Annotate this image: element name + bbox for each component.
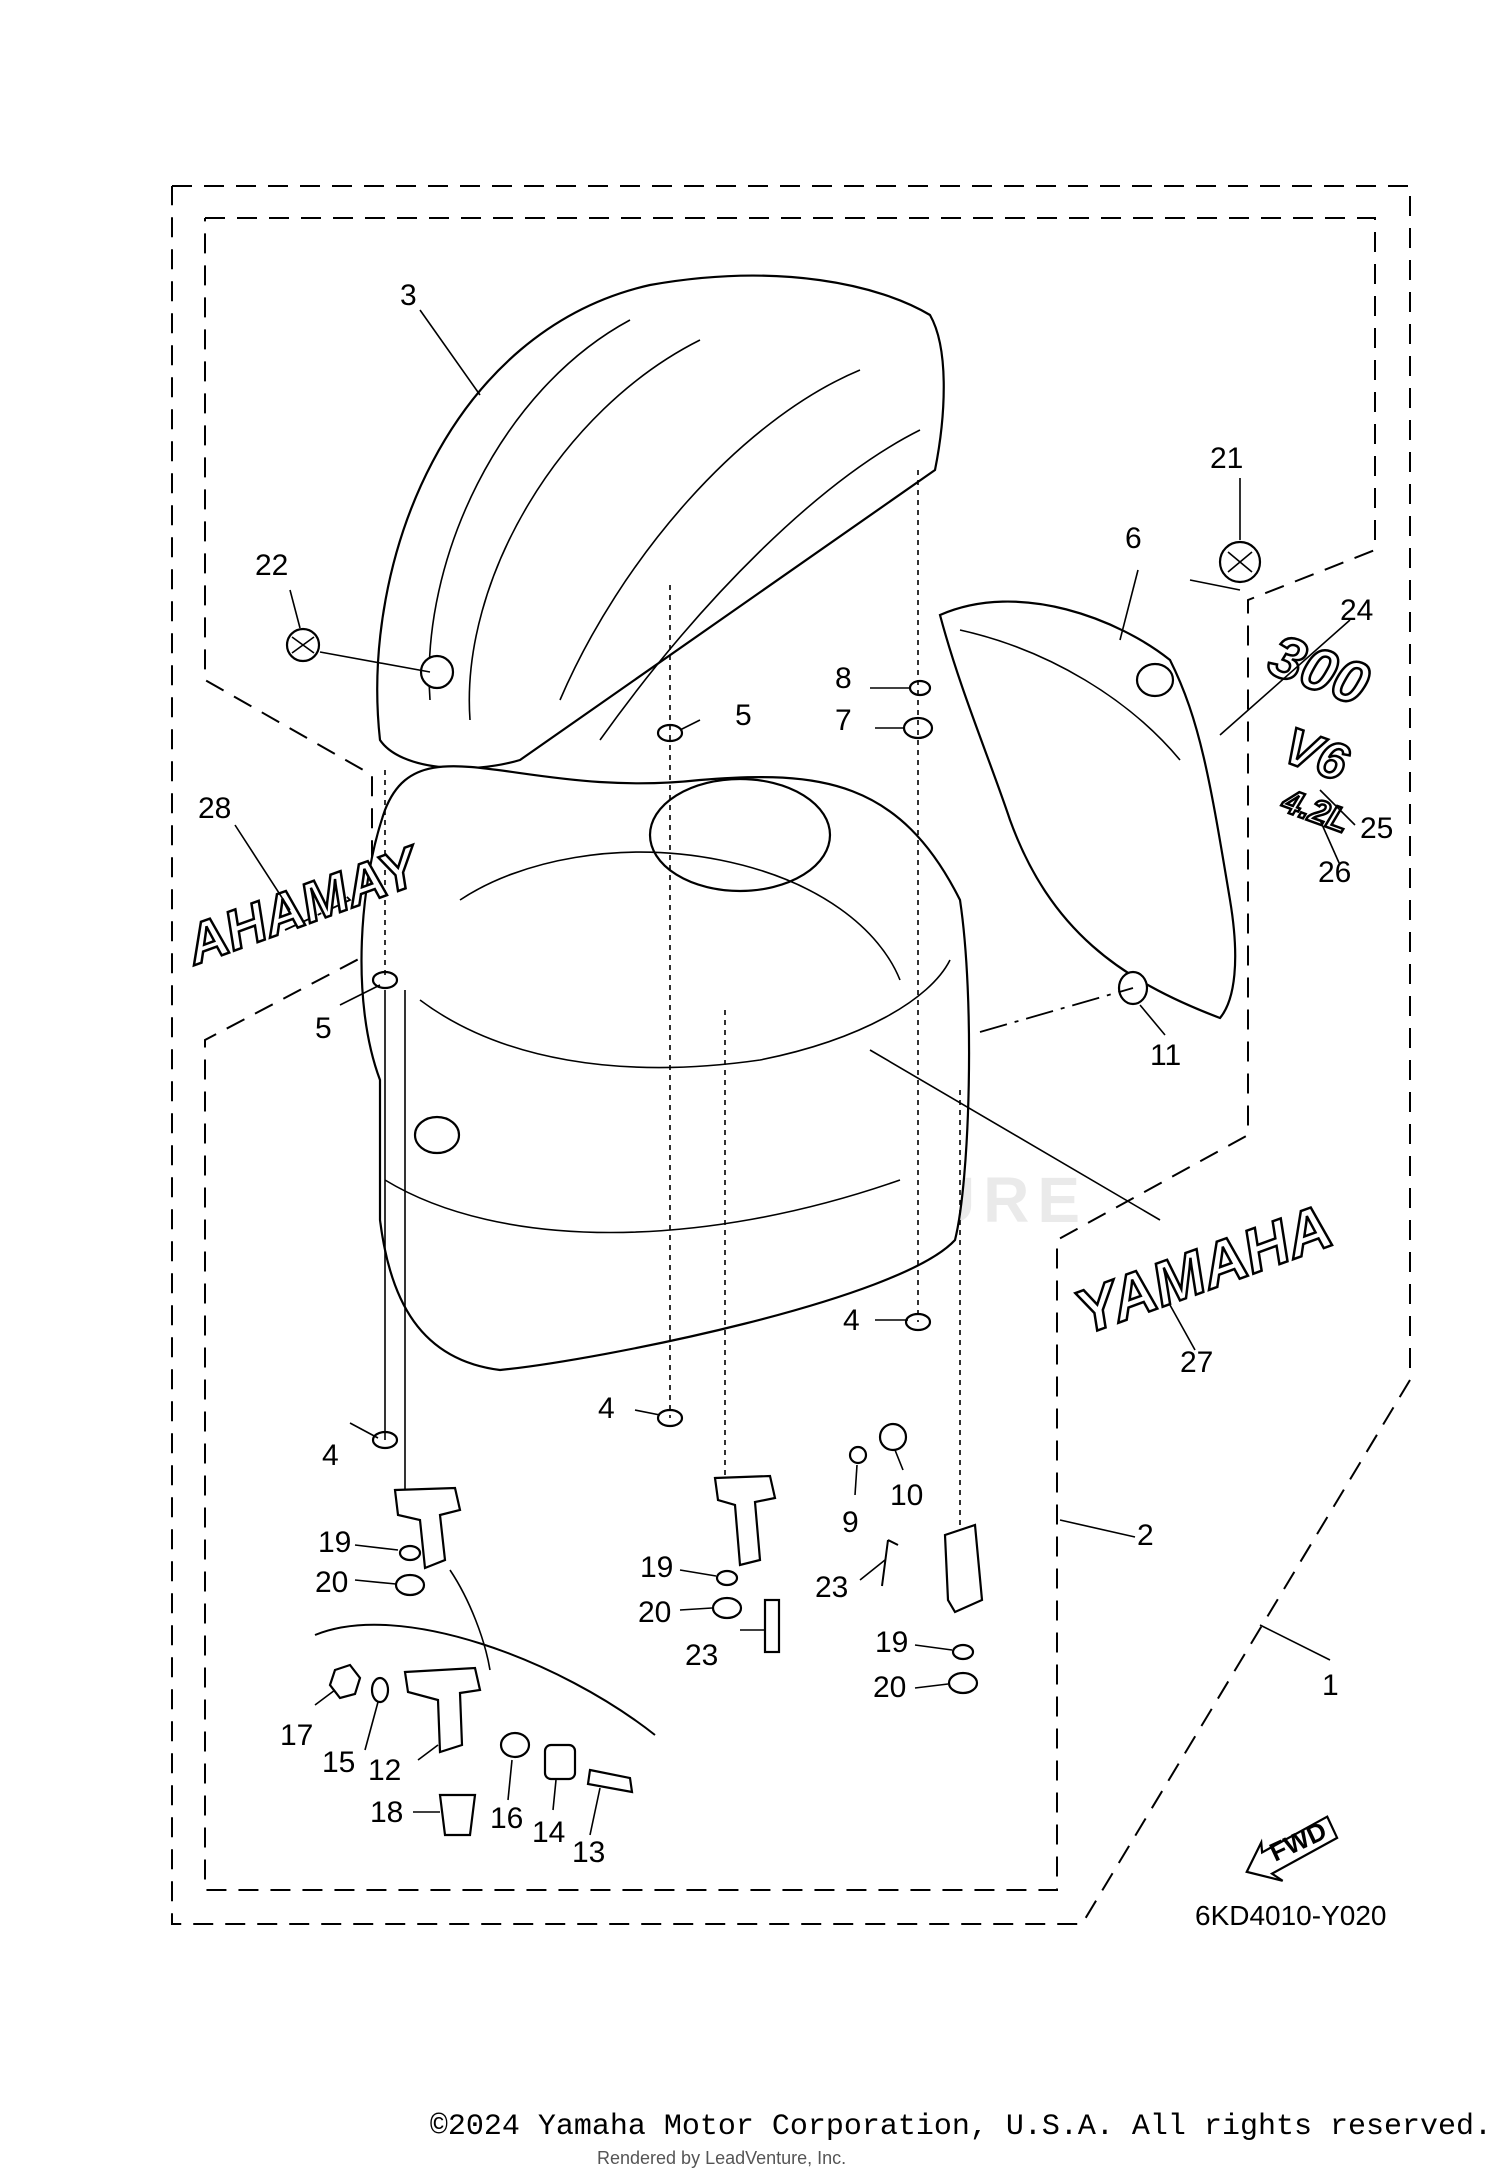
nut-20a-part[interactable] bbox=[394, 1573, 426, 1597]
cup-18-part[interactable] bbox=[438, 1793, 477, 1837]
callout-20a: 20 bbox=[315, 1566, 348, 1599]
pin-23a-part[interactable] bbox=[763, 1598, 781, 1654]
callout-11: 11 bbox=[1150, 1039, 1181, 1072]
model-300-decal[interactable]: 300 bbox=[1259, 620, 1378, 720]
detail-leader bbox=[449, 1569, 491, 1671]
nut-20b-part[interactable] bbox=[711, 1596, 743, 1620]
grommet-8-part[interactable] bbox=[908, 679, 932, 697]
callout-5a: 5 bbox=[735, 699, 752, 732]
callout-10: 10 bbox=[890, 1479, 923, 1512]
callout-25: 25 bbox=[1360, 812, 1393, 845]
assembly-boundary-1 bbox=[171, 185, 1411, 1925]
callout-19b: 19 bbox=[640, 1551, 673, 1584]
callout-26: 26 bbox=[1318, 856, 1351, 889]
callout-27: 27 bbox=[1180, 1346, 1213, 1379]
copyright-notice: ©2024 Yamaha Motor Corporation, U.S.A. A… bbox=[429, 2110, 1492, 2144]
washer-19b-part[interactable] bbox=[715, 1569, 739, 1587]
washer-15-part[interactable] bbox=[370, 1676, 390, 1704]
bolt-13-part[interactable] bbox=[586, 1768, 634, 1794]
latch-bracket-right-part[interactable] bbox=[943, 1523, 984, 1614]
collar-14-part[interactable] bbox=[543, 1743, 577, 1781]
bushing-16-part[interactable] bbox=[499, 1731, 531, 1759]
washer-19c-part[interactable] bbox=[951, 1643, 975, 1661]
callout-4a: 4 bbox=[322, 1439, 339, 1472]
washer-10-part[interactable] bbox=[878, 1422, 908, 1452]
yamaha-decal[interactable]: YAMAHA bbox=[1065, 1191, 1342, 1350]
callout-20c: 20 bbox=[873, 1671, 906, 1704]
nut-20c-part[interactable] bbox=[947, 1671, 979, 1695]
model-4-2l-decal[interactable]: 4.2L bbox=[1275, 780, 1355, 842]
callout-8: 8 bbox=[835, 662, 852, 695]
callout-13: 13 bbox=[572, 1836, 605, 1869]
callout-1: 1 bbox=[1322, 1669, 1339, 1702]
emblem-21-part[interactable] bbox=[1218, 540, 1262, 584]
callout-24: 24 bbox=[1340, 594, 1373, 627]
fwd-arrow-icon: FWD bbox=[1245, 1815, 1339, 1882]
callout-6: 6 bbox=[1125, 522, 1142, 555]
chain-line bbox=[284, 879, 352, 931]
callout-labels: 1 2 3 4 4 4 5 5 6 7 8 9 10 11 12 13 14 1… bbox=[198, 279, 1393, 1869]
detail-view-arc bbox=[314, 1623, 656, 1736]
callout-12: 12 bbox=[368, 1754, 401, 1787]
drawing-code: 6KD4010-Y020 bbox=[1195, 1900, 1386, 1931]
model-v6-decal[interactable]: V6 bbox=[1275, 716, 1358, 795]
callout-4c: 4 bbox=[843, 1304, 860, 1337]
nut-17-part[interactable] bbox=[328, 1663, 362, 1700]
callout-2: 2 bbox=[1137, 1519, 1154, 1552]
washer-19a-part[interactable] bbox=[398, 1544, 422, 1562]
latch-12-part[interactable] bbox=[403, 1666, 482, 1754]
latch-bracket-center-part[interactable] bbox=[713, 1474, 777, 1567]
callout-18: 18 bbox=[370, 1796, 403, 1829]
screw-9-part[interactable] bbox=[848, 1445, 868, 1465]
callout-28: 28 bbox=[198, 792, 231, 825]
callout-16: 16 bbox=[490, 1802, 523, 1835]
callout-20b: 20 bbox=[638, 1596, 671, 1629]
pin-23b-part[interactable] bbox=[881, 1539, 899, 1587]
callout-19a: 19 bbox=[318, 1526, 351, 1559]
callout-23a: 23 bbox=[685, 1639, 718, 1672]
emblem-22-part[interactable] bbox=[285, 627, 321, 663]
main-cowling-part[interactable] bbox=[360, 765, 971, 1372]
top-cover-part[interactable] bbox=[376, 274, 945, 770]
callout-4b: 4 bbox=[598, 1392, 615, 1425]
callout-14: 14 bbox=[532, 1816, 565, 1849]
callout-22: 22 bbox=[255, 549, 288, 582]
callout-7: 7 bbox=[835, 704, 852, 737]
callout-21: 21 bbox=[1210, 442, 1243, 475]
callout-3: 3 bbox=[400, 279, 417, 312]
assembly-boundary-2 bbox=[204, 217, 1376, 1891]
callout-17: 17 bbox=[280, 1719, 313, 1752]
chain-line bbox=[979, 987, 1134, 1033]
side-panel-part[interactable] bbox=[938, 600, 1237, 1020]
callout-19c: 19 bbox=[875, 1626, 908, 1659]
rendered-by-credit: Rendered by LeadVenture, Inc. bbox=[597, 2148, 847, 2168]
callout-15: 15 bbox=[322, 1746, 355, 1779]
leader-lines bbox=[234, 309, 1356, 1836]
latch-bracket-left-part[interactable] bbox=[393, 1486, 462, 1570]
callout-23b: 23 bbox=[815, 1571, 848, 1604]
callout-5b: 5 bbox=[315, 1012, 332, 1045]
callout-9: 9 bbox=[842, 1506, 859, 1539]
